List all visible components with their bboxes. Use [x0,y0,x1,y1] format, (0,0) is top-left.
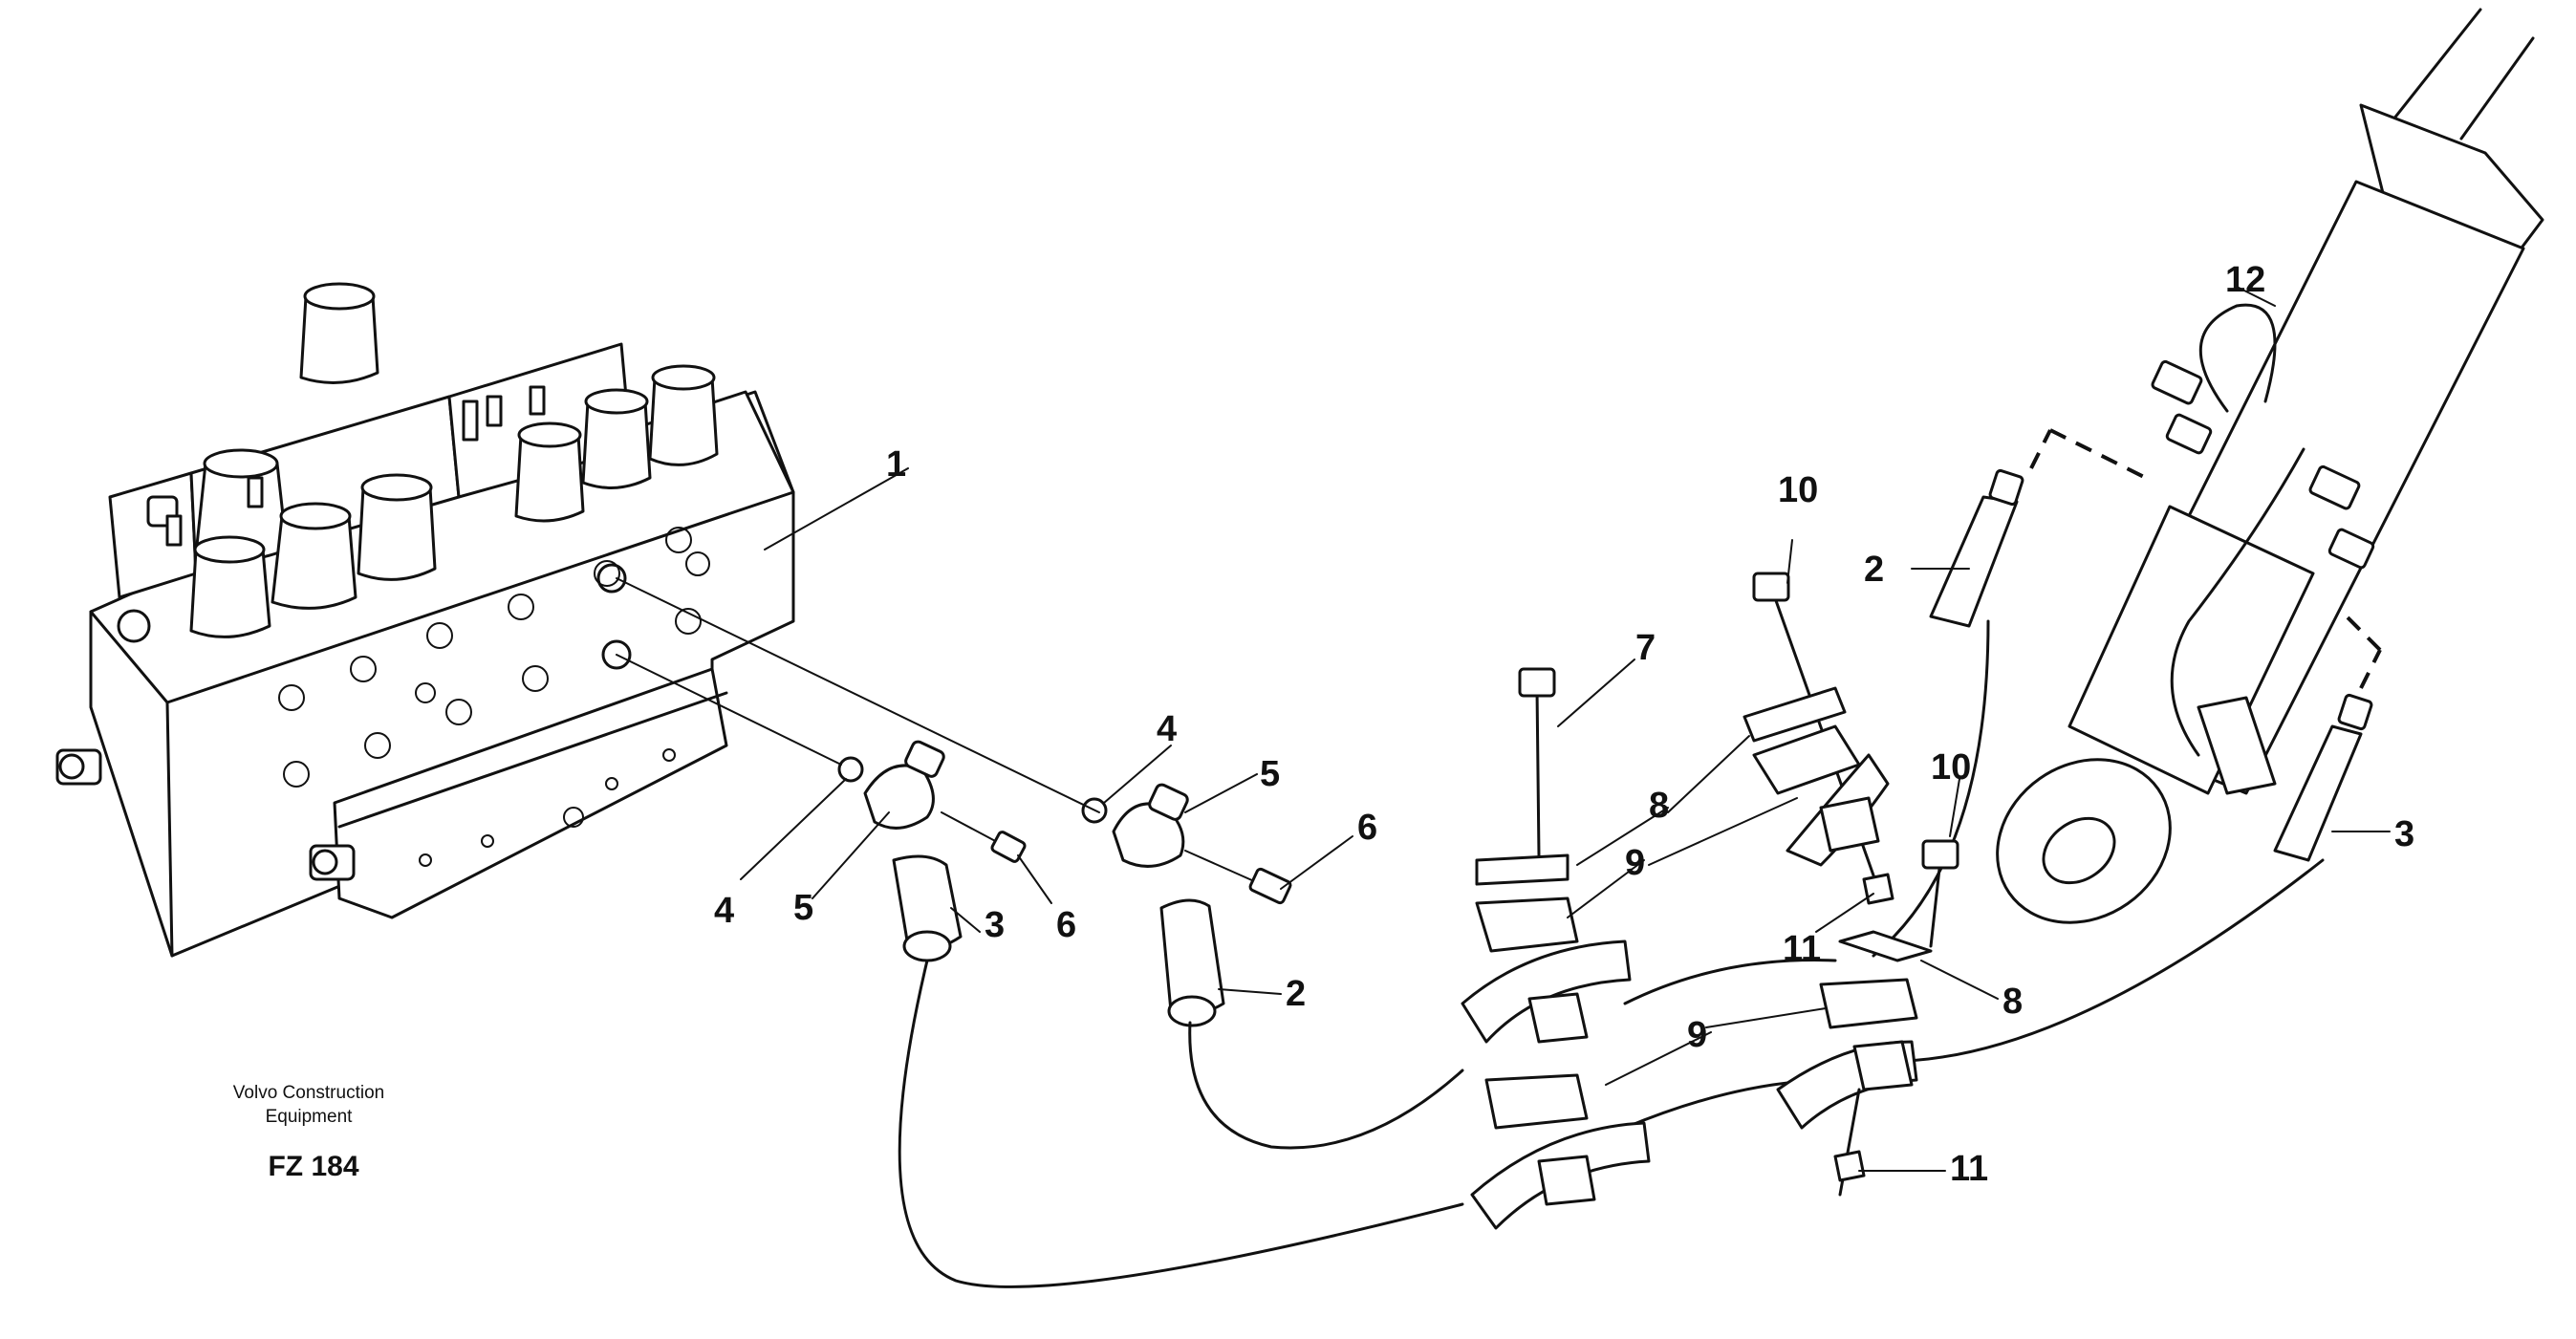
callout-8-lower: 8 [2002,982,2023,1022]
caption-company-line1: Volvo Construction [233,1083,384,1103]
hydraulic-cylinder [1996,8,2544,924]
clamp-stack-right [1776,839,1959,1197]
callout-4-left: 4 [714,891,734,931]
callout-9-lower: 9 [1687,1015,1707,1055]
clamp-stack-middle [1743,572,1894,905]
clamp-stack-left [1461,667,1651,1230]
leader-lines [740,286,2391,1172]
nipple-upper [1929,468,2024,628]
nipple-lower [2273,693,2373,862]
callout-3-nipple: 3 [2394,814,2414,854]
caption-company-line2: Equipment [266,1107,354,1127]
control-valve-block [55,282,795,958]
callout-6-left: 6 [1056,905,1076,945]
callout-5-right: 5 [1260,754,1280,794]
callout-12: 12 [2225,260,2265,300]
callout-11-upper: 11 [1783,929,1821,969]
callout-6-right: 6 [1357,808,1377,848]
callout-2-nipple: 2 [1864,550,1884,590]
callout-8-upper: 8 [1649,786,1669,826]
callout-2-hose: 2 [1286,974,1306,1014]
callout-10-left: 10 [1778,470,1818,510]
hose-lines [898,619,2325,1288]
valve-ports [278,527,710,867]
right-fitting-group [1081,783,1292,1027]
solenoid-group [117,282,719,643]
callout-4-right: 4 [1157,709,1177,749]
callout-3-hose: 3 [985,905,1005,945]
figure-caption: Volvo Construction Equipment FZ 184 [233,1083,384,1182]
callout-7: 7 [1635,628,1656,668]
caption-figure-code: FZ 184 [268,1151,358,1182]
callout-5-left: 5 [793,888,813,928]
callout-10-right: 10 [1931,747,1971,788]
callout-9-upper: 9 [1625,843,1645,883]
left-fitting-group [837,740,1027,962]
callout-1: 1 [886,444,906,485]
callout-numbers: 1 12 2 3 7 10 10 8 9 8 9 11 11 4 5 6 2 4… [714,260,2414,1189]
callout-11-lower: 11 [1950,1149,1988,1189]
